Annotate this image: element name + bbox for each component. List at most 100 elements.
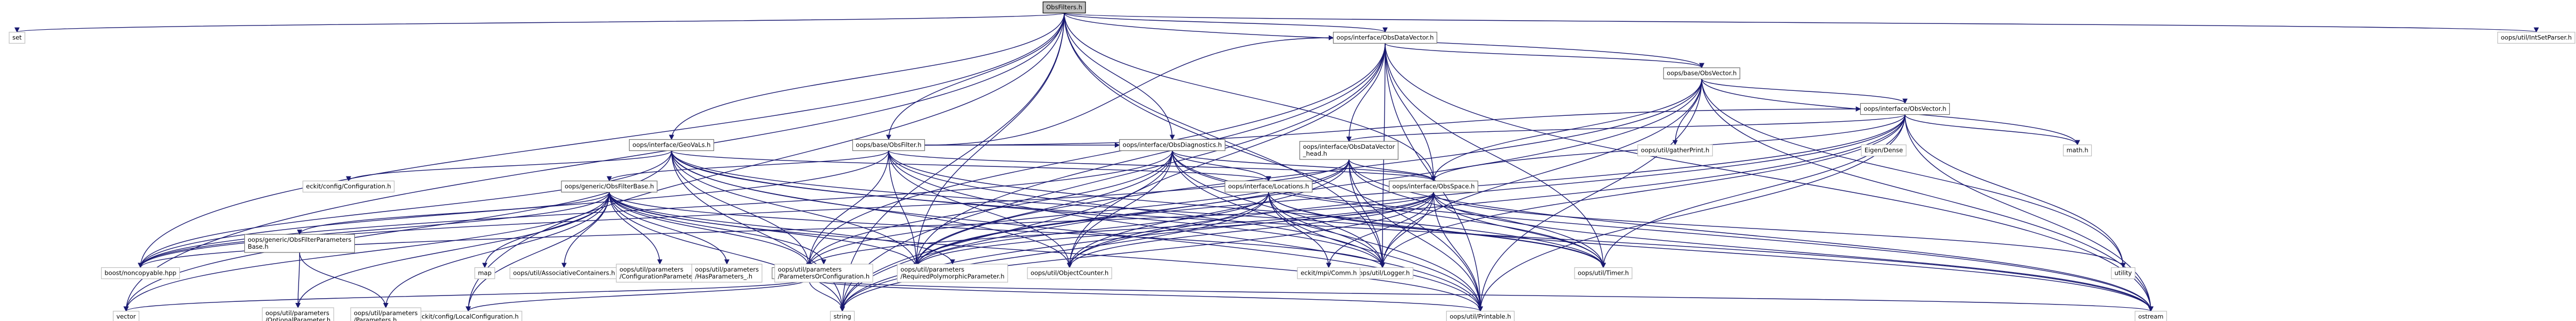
graph-node[interactable]: oops/interface/ObsDataVector_head.h <box>1299 141 1399 160</box>
node-label: eckit/mpi/Comm.h <box>1301 269 1357 277</box>
dependency-edge <box>1064 13 1483 312</box>
edge-layer <box>15 12 2538 312</box>
node-label: oops/util/parameters/ConfigurationParame… <box>619 266 700 280</box>
graph-node: oops/util/parameters/Parameters.h <box>350 307 421 321</box>
dependency-edge <box>671 150 1483 312</box>
dependency-edge <box>671 150 1271 182</box>
dependency-edge <box>840 192 1269 312</box>
dependency-edge <box>1601 114 1906 268</box>
dependency-edge <box>1348 159 1436 182</box>
node-box <box>1860 103 1950 115</box>
graph-node[interactable]: oops/interface/ObsSpace.h <box>1389 180 1478 193</box>
node-box <box>616 264 704 283</box>
graph-node: eckit/config/LocalConfiguration.h <box>414 310 523 321</box>
dependency-edge <box>808 278 1483 312</box>
graph-node[interactable]: oops/interface/ObsDiagnostics.h <box>1119 139 1225 151</box>
dependency-edge <box>1385 43 2153 312</box>
node-box <box>2134 310 2167 321</box>
dependency-edge <box>1172 150 1436 182</box>
dependency-edge <box>561 192 610 268</box>
dependency-edge <box>1478 79 1702 312</box>
dependency-edge <box>1348 159 1385 268</box>
dependency-edge <box>1067 192 1434 268</box>
dependency-edge <box>1433 192 2153 312</box>
dependency-edge <box>1348 159 1483 312</box>
node-label: oops/util/parameters/ParametersOrConfigu… <box>778 266 869 280</box>
dependency-edge <box>295 192 610 308</box>
node-label: oops/util/gatherPrint.h <box>1641 147 1710 154</box>
dependency-edge <box>1701 78 1908 104</box>
graph-node: oops/util/ObjectCounter.h <box>1027 267 1112 280</box>
dependency-edge <box>840 43 1386 312</box>
dependency-edge <box>15 12 1065 33</box>
node-layer: ObsFilters.hsetboost/noncopyable.hppvect… <box>9 1 2575 321</box>
dependency-edge <box>609 192 845 312</box>
dependency-edge <box>671 150 845 312</box>
dependency-edge <box>346 150 672 182</box>
dependency-edge <box>609 192 826 265</box>
dependency-edge <box>1326 192 1434 268</box>
dependency-edge <box>138 150 672 268</box>
graph-node: oops/util/parameters/OptionalParameter.h <box>262 307 334 321</box>
dependency-edge <box>1346 114 1906 142</box>
dependency-edge <box>607 150 889 182</box>
dependency-edge <box>1701 79 2126 268</box>
node-box <box>1042 1 1086 14</box>
dependency-edge <box>609 192 730 265</box>
graph-node: vector <box>113 310 139 321</box>
dependency-edge <box>1064 12 2538 33</box>
graph-node[interactable]: oops/interface/GeoVaLs.h <box>629 139 714 151</box>
dependency-edge <box>1268 192 1483 312</box>
graph-node: boost/noncopyable.hpp <box>101 267 180 280</box>
node-label: eckit/config/Configuration.h <box>306 183 391 190</box>
graph-node: math.h <box>2063 144 2092 157</box>
node-label: oops/util/parameters/HasParameters_.h <box>695 266 759 280</box>
node-label: ostream <box>2138 313 2163 320</box>
dependency-edge <box>914 159 1349 268</box>
node-label: utility <box>2115 269 2132 277</box>
dependency-edge <box>1433 192 2126 268</box>
dependency-edge <box>840 79 1702 312</box>
graph-node: ostream <box>2134 310 2167 321</box>
dependency-edge <box>888 150 1436 182</box>
node-box <box>1224 180 1313 193</box>
graph-node[interactable]: oops/interface/Locations.h <box>1224 180 1313 193</box>
node-label: set <box>12 34 22 41</box>
dependency-edge <box>1904 114 2153 312</box>
graph-node: set <box>9 31 26 44</box>
graph-node: oops/util/IntSetParser.h <box>2497 31 2575 44</box>
dependency-edge <box>295 252 301 308</box>
dependency-edge <box>808 278 845 312</box>
node-label: vector <box>117 313 136 320</box>
dependency-edge <box>888 150 1483 312</box>
graph-node[interactable]: oops/interface/ObsDataVector.h <box>1333 31 1437 44</box>
node-box <box>1333 31 1437 44</box>
dependency-edge <box>609 192 955 265</box>
node-box <box>2111 267 2135 280</box>
graph-node[interactable]: oops/generic/ObsFilterBase.h <box>561 180 658 193</box>
dependency-edge <box>609 192 662 265</box>
dependency-edge <box>1067 43 1386 268</box>
graph-node[interactable]: oops/interface/ObsVector.h <box>1860 103 1950 115</box>
node-label: oops/util/parameters/OptionalParameter.h <box>266 309 330 321</box>
dependency-edge <box>138 150 1173 268</box>
graph-node[interactable]: oops/base/ObsFilter.h <box>852 139 925 151</box>
node-label: oops/generic/ObsFilterBase.h <box>565 183 654 190</box>
dependency-edge <box>1064 13 1436 182</box>
dependency-edge <box>914 43 1386 268</box>
node-box <box>1861 144 1907 157</box>
dependency-edge <box>888 150 1606 268</box>
dependency-edge <box>1380 192 1434 268</box>
dependency-edge <box>924 35 1334 146</box>
node-label: math.h <box>2067 147 2089 154</box>
dependency-edge <box>1380 79 1702 268</box>
graph-node: oops/util/AssociativeContainers.h <box>509 267 619 280</box>
node-box <box>561 180 658 193</box>
node-box <box>2497 31 2575 44</box>
node-box <box>9 31 26 44</box>
dependency-edge <box>806 192 1434 268</box>
graph-node[interactable]: oops/base/ObsVector.h <box>1663 67 1741 80</box>
dependency-edge <box>1067 192 1269 268</box>
